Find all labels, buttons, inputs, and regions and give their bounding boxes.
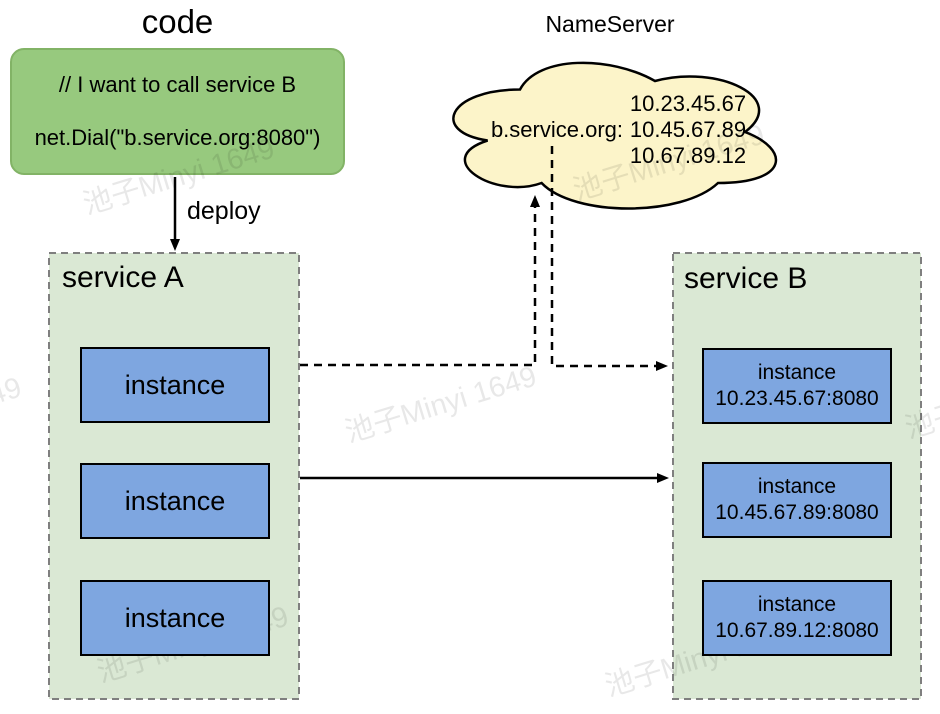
service-b-instance-3: instance 10.67.89.12:8080 <box>702 580 892 656</box>
dns-ip: 10.23.45.67 <box>629 91 747 116</box>
instance-label: instance <box>124 602 226 633</box>
instance-label: instance <box>757 593 837 616</box>
code-comment-line: // I want to call service B <box>58 72 297 97</box>
dns-record-ips: 10.23.45.67 10.45.67.89 10.67.89.12 <box>620 91 756 169</box>
service-a-instance-2: instance <box>80 463 270 539</box>
code-title: code <box>141 3 214 40</box>
watermark: 池子Minyi 1649 <box>0 371 26 461</box>
service-b-instance-1: instance 10.23.45.67:8080 <box>702 348 892 424</box>
instance-address: 10.45.67.89:8080 <box>715 501 879 524</box>
instance-label: instance <box>757 361 837 384</box>
instance-label: instance <box>124 485 226 516</box>
code-call-line: net.Dial("b.service.org:8080") <box>34 125 321 150</box>
dns-record-key: b.service.org: <box>490 117 623 142</box>
instance-address: 10.23.45.67:8080 <box>715 387 879 410</box>
nameserver-title: NameServer <box>545 11 675 37</box>
code-box: // I want to call service B net.Dial("b.… <box>10 48 345 175</box>
instance-label: instance <box>124 369 226 400</box>
service-b-title: service B <box>684 262 808 295</box>
service-a-instance-1: instance <box>80 347 270 423</box>
service-a-title: service A <box>62 261 184 294</box>
query-nameserver-arrow <box>300 195 540 367</box>
instance-label: instance <box>757 475 837 498</box>
watermark: 池子Minyi 1649 <box>341 360 541 450</box>
instance-address: 10.67.89.12:8080 <box>715 619 879 642</box>
watermark: 池子Minyi 1649 <box>901 357 940 446</box>
service-a-instance-3: instance <box>80 580 270 656</box>
dns-ip: 10.67.89.12 <box>629 143 747 168</box>
service-b-instance-2: instance 10.45.67.89:8080 <box>702 462 892 538</box>
dns-ip: 10.45.67.89 <box>629 117 747 142</box>
deploy-label: deploy <box>187 197 261 225</box>
